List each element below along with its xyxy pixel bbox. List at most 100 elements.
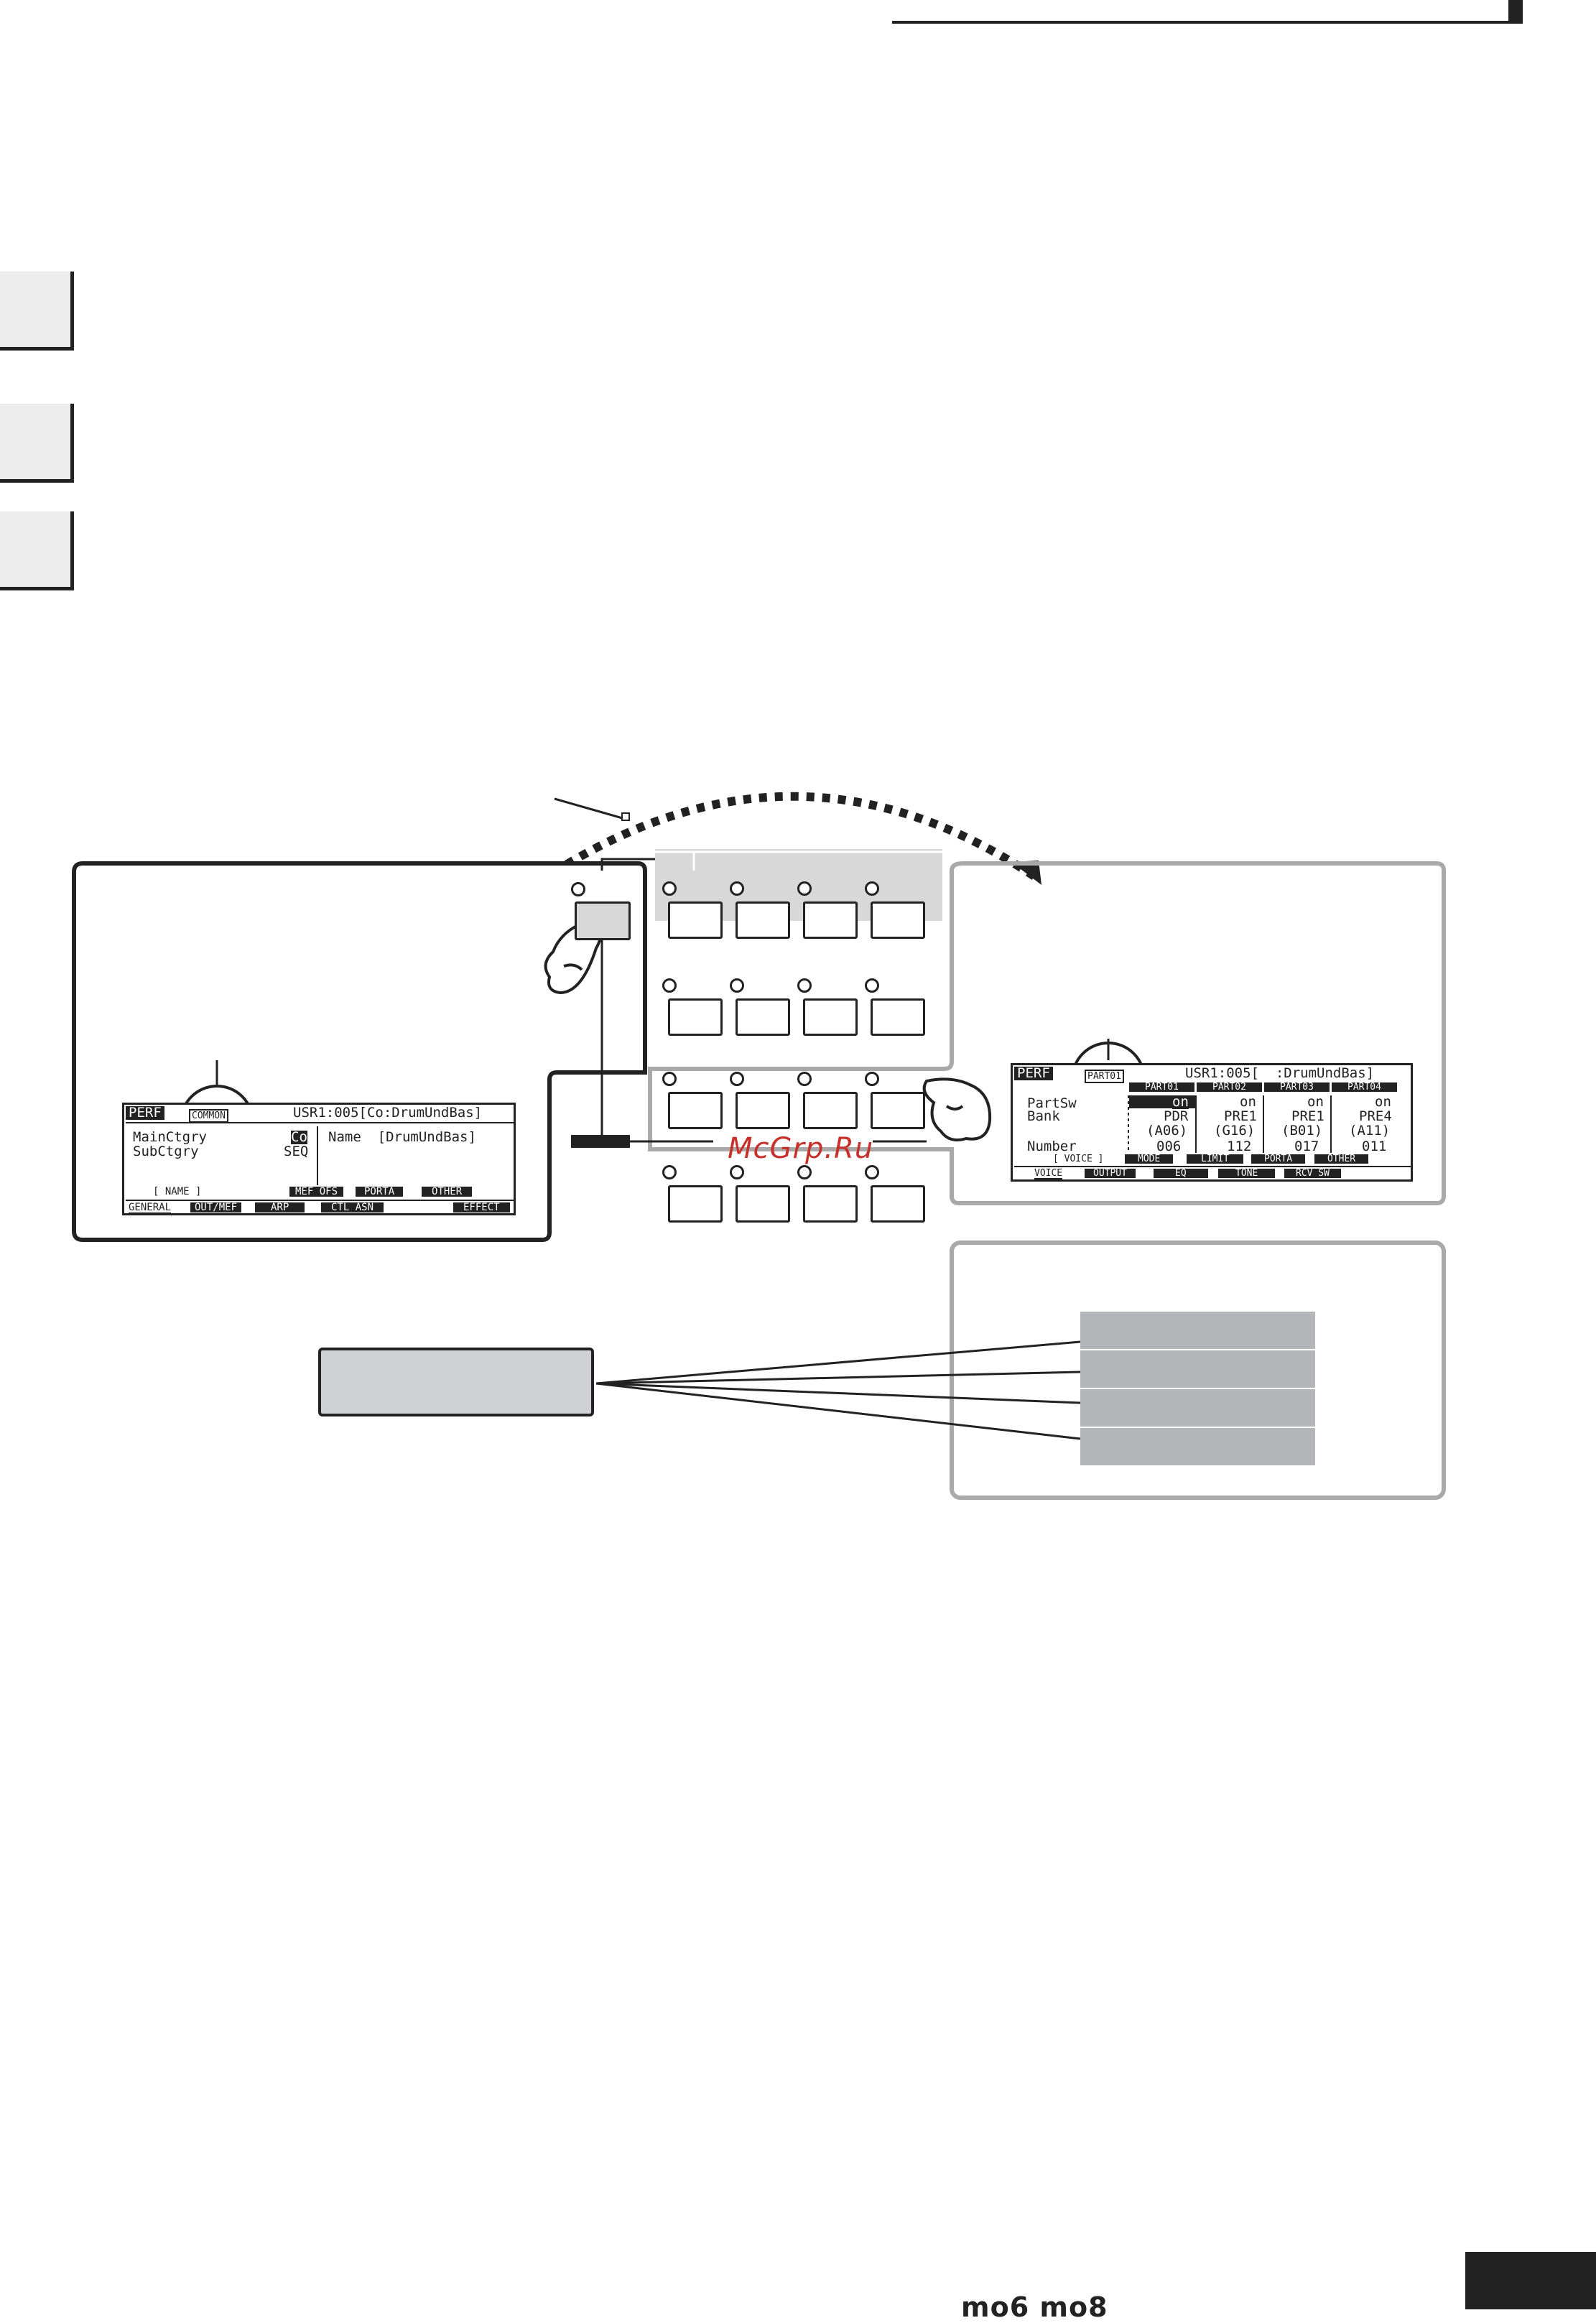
- panel-button-led: [662, 1072, 677, 1086]
- part4-switch[interactable]: on: [1375, 1094, 1391, 1110]
- part-col-header-2[interactable]: PART02: [1197, 1082, 1262, 1092]
- page-number-tab: [1465, 2252, 1596, 2309]
- connector-bar: [571, 1135, 630, 1148]
- part1-switch[interactable]: on: [1172, 1094, 1189, 1110]
- panel-button[interactable]: [871, 1092, 925, 1129]
- panel-button-led: [797, 1072, 812, 1086]
- panel-button[interactable]: [668, 998, 723, 1036]
- part2-number[interactable]: 112: [1227, 1139, 1252, 1154]
- gray-row-3: [1080, 1389, 1315, 1427]
- panel-button[interactable]: [803, 901, 858, 939]
- part2-bank[interactable]: PRE1: [1224, 1108, 1257, 1124]
- part1-number[interactable]: 006: [1156, 1139, 1182, 1154]
- common-perf-tag: PERF: [126, 1106, 164, 1120]
- part-func-limit[interactable]: LIMIT: [1187, 1154, 1244, 1164]
- gray-row-1: [1080, 1312, 1315, 1349]
- panel-button[interactable]: [736, 1185, 790, 1223]
- panel-button[interactable]: [736, 1092, 790, 1129]
- part-func-porta[interactable]: PORTA: [1251, 1154, 1306, 1164]
- common-tab-general[interactable]: GENERAL: [129, 1202, 172, 1214]
- sub-category-value[interactable]: SEQ: [284, 1144, 309, 1159]
- part3-bank-sub: (B01): [1281, 1123, 1323, 1139]
- row-label-bank: Bank: [1027, 1108, 1060, 1124]
- part-tab-tone[interactable]: TONE: [1218, 1169, 1276, 1178]
- part-func-voice[interactable]: [ VOICE ]: [1053, 1154, 1104, 1164]
- panel-button-led: [797, 1165, 812, 1179]
- main-category-label: MainCtgry: [133, 1129, 207, 1145]
- part2-switch[interactable]: on: [1240, 1094, 1256, 1110]
- common-tab-arp[interactable]: ARP: [255, 1202, 305, 1212]
- part-tab-eq[interactable]: EQ: [1154, 1169, 1208, 1178]
- part-tab-rcvsw[interactable]: RCV SW: [1284, 1169, 1341, 1178]
- part2-bank-sub: (G16): [1214, 1123, 1256, 1139]
- common-func-tab-2[interactable]: PORTA: [356, 1187, 404, 1197]
- common-func-tab-1[interactable]: MEF OFS: [289, 1187, 344, 1197]
- common-button-led: [571, 882, 585, 896]
- part-func-other[interactable]: OTHER: [1314, 1154, 1369, 1164]
- part3-switch[interactable]: on: [1307, 1094, 1324, 1110]
- panel-button-led: [865, 1072, 879, 1086]
- part1-bank[interactable]: PDR: [1164, 1108, 1189, 1124]
- panel-button[interactable]: [668, 1185, 723, 1223]
- watermark: McGrp.Ru: [728, 1132, 874, 1165]
- part-perf-tag: PERF: [1014, 1067, 1053, 1080]
- part-col-header-1[interactable]: PART01: [1129, 1082, 1194, 1092]
- row-label-partsw: PartSw: [1027, 1095, 1077, 1111]
- panel-button[interactable]: [803, 1185, 858, 1223]
- part-lcd-screen: PERF PART01 USR1:005[ :DrumUndBas] PART0…: [1011, 1063, 1413, 1182]
- panel-button[interactable]: [668, 1092, 723, 1129]
- panel-button-led: [730, 1072, 744, 1086]
- common-lcd-screen: PERF COMMON USR1:005[Co:DrumUndBas] Main…: [122, 1103, 516, 1215]
- common-tab-outmef[interactable]: OUT/MEF: [190, 1202, 242, 1212]
- gray-row-4: [1080, 1428, 1315, 1465]
- bottom-right-panel-border: [950, 1241, 1446, 1500]
- common-button[interactable]: [575, 901, 631, 940]
- panel-button-led: [730, 978, 744, 993]
- part3-number[interactable]: 017: [1294, 1139, 1319, 1154]
- callout-pointer: [554, 797, 626, 820]
- panel-button[interactable]: [736, 998, 790, 1036]
- panel-button-led: [865, 1165, 879, 1179]
- panel-button[interactable]: [871, 901, 925, 939]
- panel-button-led: [797, 881, 812, 896]
- common-func-tab-3[interactable]: OTHER: [422, 1187, 473, 1197]
- brand-logo: mo6 mo8: [961, 2291, 1108, 2323]
- panel-button[interactable]: [871, 1185, 925, 1223]
- part-tab-voice[interactable]: VOICE: [1034, 1168, 1063, 1179]
- hand-pointer-right: [922, 1077, 992, 1141]
- panel-button-led: [730, 1165, 744, 1179]
- dotted-arc: [550, 792, 1037, 880]
- common-tab-effect[interactable]: EFFECT: [453, 1202, 510, 1212]
- panel-button-led: [662, 978, 677, 993]
- main-category-value[interactable]: Co: [291, 1129, 307, 1145]
- panel-button-led: [730, 881, 744, 896]
- common-func-name[interactable]: [ NAME ]: [153, 1186, 202, 1197]
- panel-button[interactable]: [736, 901, 790, 939]
- panel-button-led: [662, 881, 677, 896]
- top-rule-marker: [1508, 0, 1523, 24]
- part-header: USR1:005[ :DrumUndBas]: [1185, 1065, 1375, 1081]
- callout-box: [318, 1348, 594, 1416]
- part-tab-output[interactable]: OUTPUT: [1085, 1169, 1136, 1178]
- part1-bank-sub: (A06): [1146, 1123, 1188, 1139]
- panel-button[interactable]: [871, 998, 925, 1036]
- part4-bank[interactable]: PRE4: [1359, 1108, 1392, 1124]
- common-tab-ctlasn[interactable]: CTL ASN: [321, 1202, 384, 1212]
- part-func-mode[interactable]: MODE: [1125, 1154, 1174, 1164]
- part4-number[interactable]: 011: [1362, 1139, 1387, 1154]
- part-col-header-4[interactable]: PART04: [1332, 1082, 1397, 1092]
- part4-bank-sub: (A11): [1349, 1123, 1391, 1139]
- part3-bank[interactable]: PRE1: [1291, 1108, 1324, 1124]
- step-box-1: [0, 272, 74, 351]
- dotted-arc-right-arrowhead: [1011, 861, 1041, 885]
- panel-button-led: [797, 978, 812, 993]
- panel-button[interactable]: [803, 998, 858, 1036]
- part-col-header-3[interactable]: PART03: [1264, 1082, 1330, 1092]
- panel-button[interactable]: [803, 1092, 858, 1129]
- panel-button-led: [865, 978, 879, 993]
- gray-row-2: [1080, 1350, 1315, 1388]
- top-rule: [892, 21, 1516, 24]
- row-label-number: Number: [1027, 1139, 1077, 1154]
- name-field[interactable]: Name [DrumUndBas]: [328, 1129, 476, 1145]
- panel-button[interactable]: [668, 901, 723, 939]
